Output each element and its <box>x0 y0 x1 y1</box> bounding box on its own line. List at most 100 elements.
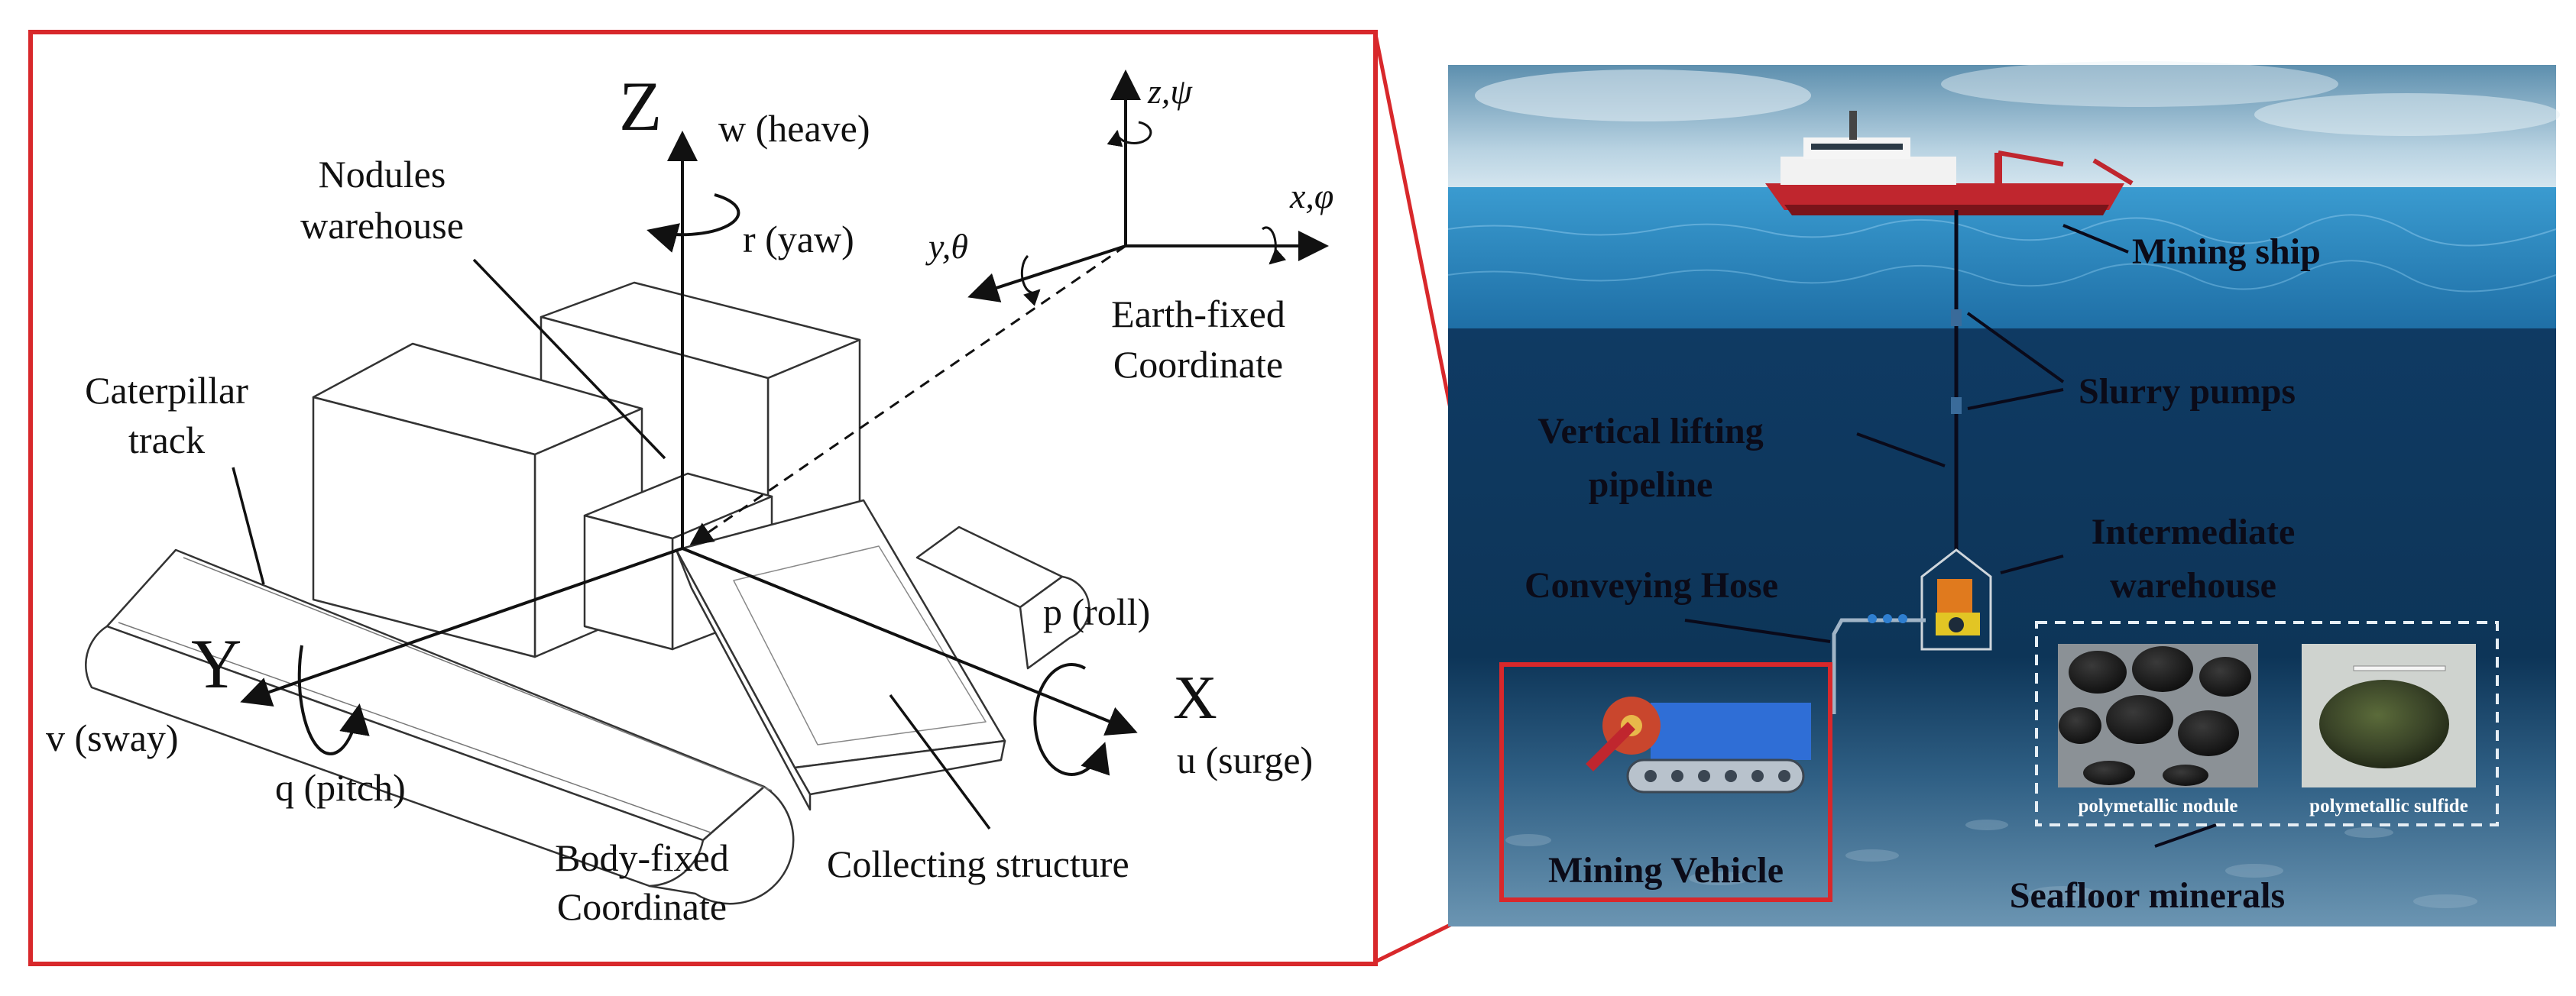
earth-fixed-label-1: Earth-fixed <box>1111 293 1285 335</box>
body-fixed-label-1: Body-fixed <box>555 836 729 879</box>
heave-label: w (heave) <box>718 107 870 150</box>
vehicle-track <box>1626 758 1805 794</box>
body-fixed-label-2: Coordinate <box>557 885 727 928</box>
slurry-pumps-label: Slurry pumps <box>2079 371 2296 412</box>
roll-label: p (roll) <box>1043 590 1150 633</box>
seafloor-speck <box>1965 820 2008 830</box>
track-wheel <box>1698 770 1710 782</box>
seafloor-speck <box>2029 886 2098 901</box>
minerals-leader <box>2154 823 2217 848</box>
ship-superstructure <box>1781 157 1956 185</box>
earth-z-label: z,ψ <box>1147 72 1193 111</box>
hose-buoy <box>1883 614 1892 623</box>
ship-deck-crane <box>1994 153 2002 185</box>
earth-to-body-vector <box>689 244 1126 545</box>
sulfide-scale-bar <box>2353 665 2446 671</box>
deep-sea <box>1448 328 2556 926</box>
intermediate-label-2: warehouse <box>2110 565 2276 606</box>
left-panel-labels: Z w (heave) r (yaw) Nodules warehouse Ca… <box>46 67 1333 928</box>
seafloor-speck <box>1845 849 1899 862</box>
pump-leader-1 <box>1966 312 2065 383</box>
leader-lines-right <box>1684 224 2217 848</box>
seafloor-speck <box>2344 827 2393 838</box>
seafloor-texture <box>1505 820 2477 908</box>
ship-hull-bottom <box>1784 205 2109 215</box>
theta-rotation-arrow <box>1020 254 1041 306</box>
hose-leader <box>1684 619 1831 643</box>
nodules-label-1: Nodules <box>319 153 446 196</box>
vertical-pipeline-label-1: Vertical lifting <box>1537 411 1764 451</box>
track-wheel <box>1644 770 1657 782</box>
vertical-pipeline-label-2: pipeline <box>1589 464 1713 505</box>
cloud <box>1475 70 1811 121</box>
ship-mast <box>1849 111 1857 140</box>
mining-vehicle-highlight-box <box>1499 662 1832 902</box>
body-fixed-axes <box>240 131 1138 736</box>
intermediate-warehouse <box>1920 548 1992 651</box>
earth-fixed-axes <box>967 70 1329 306</box>
slurry-pump <box>1951 397 1962 414</box>
nodule-stone <box>2163 765 2208 786</box>
mining-ship-label: Mining ship <box>2132 231 2321 272</box>
wave-lines <box>1447 214 2557 247</box>
earth-fixed-label-2: Coordinate <box>1113 343 1283 386</box>
collecting-label: Collecting structure <box>827 842 1129 885</box>
nodule-stone <box>2083 761 2135 785</box>
nodule-stone <box>2132 646 2193 692</box>
yaw-rotation-arrow <box>646 193 740 253</box>
nodule-caption: polymetallic nodule <box>2078 796 2237 817</box>
track-wheel <box>1751 770 1764 782</box>
pump-leader-2 <box>1967 388 2064 410</box>
ship-crane-arm <box>1998 150 2064 167</box>
mining-vehicle <box>1586 697 1811 794</box>
sulfide-rock <box>2319 680 2449 768</box>
deep-sea-scene <box>1447 61 2560 926</box>
caterpillar-track-back <box>915 525 1090 670</box>
hose-buoy <box>1898 614 1907 623</box>
seafloor-speck <box>2413 894 2477 908</box>
sulfide-photo <box>2302 644 2476 787</box>
seafloor-minerals-box <box>2035 621 2499 826</box>
leader-lines-left <box>232 258 991 830</box>
warehouse-wheel <box>1949 617 1964 632</box>
track-wheel <box>1778 770 1790 782</box>
warehouse-leader <box>2000 555 2064 574</box>
yaw-label: r (yaw) <box>743 218 854 260</box>
caterpillar-label-2: track <box>128 419 205 461</box>
ship-windows <box>1811 144 1903 150</box>
caterpillar-leader <box>232 467 265 585</box>
earth-x-label: x,φ <box>1289 176 1333 215</box>
x-axis <box>682 547 1138 736</box>
track-wheel <box>1671 770 1683 782</box>
vehicle-line-drawing <box>85 281 1090 905</box>
phi-rotation-arrow <box>1262 226 1287 265</box>
nodule-stone <box>2106 695 2173 744</box>
axis-z-label: Z <box>619 67 662 145</box>
mining-vehicle-label: Mining Vehicle <box>1548 850 1784 891</box>
seafloor-minerals-label: Seafloor minerals <box>2010 875 2285 916</box>
nodules-warehouse-box <box>312 342 643 658</box>
intermediate-label-1: Intermediate <box>2092 512 2296 552</box>
pipeline-leader <box>1856 432 1946 467</box>
collecting-ramp <box>675 499 1006 811</box>
seafloor-speck <box>1505 834 1551 846</box>
cloud <box>1941 61 2338 107</box>
warehouse-frame <box>1920 548 1992 651</box>
vehicle-track-wheels <box>1644 770 1790 782</box>
vehicle-boom <box>1586 722 1635 771</box>
vehicle-body <box>1651 703 1811 760</box>
ship-crane-arm <box>2092 158 2134 186</box>
track-wheel <box>1725 770 1737 782</box>
seafloor-speck <box>1689 872 1750 885</box>
nodules-leader <box>472 258 666 460</box>
pitch-label: q (pitch) <box>275 766 406 809</box>
right-panel-labels: Mining ship Slurry pumps Vertical liftin… <box>1525 231 2321 916</box>
earth-y-label: y,θ <box>925 227 968 266</box>
earth-y-axis <box>967 244 1126 302</box>
hose-buoys <box>1868 614 1907 623</box>
caterpillar-track-front <box>85 548 795 905</box>
roll-rotation-arrow <box>1033 662 1110 776</box>
pitch-rotation-arrow <box>297 645 370 755</box>
